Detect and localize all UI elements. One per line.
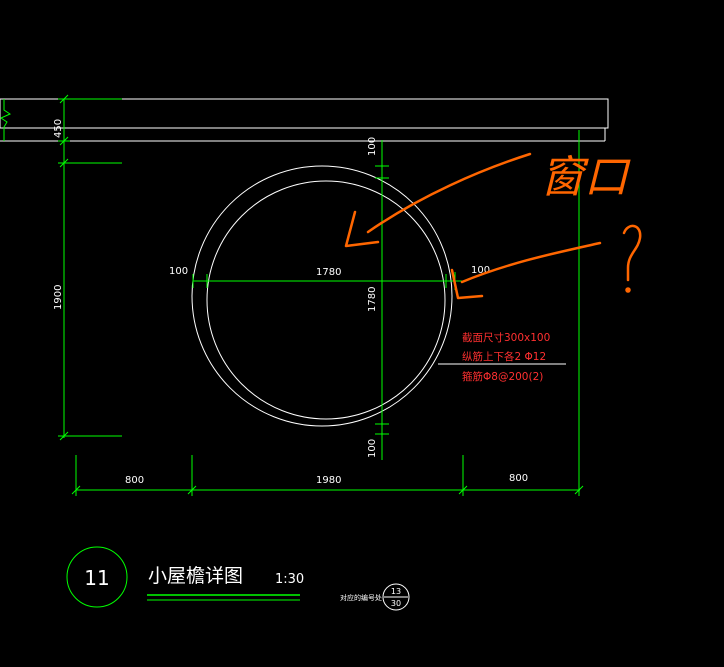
dim-800-right: 800 — [509, 473, 528, 484]
detail-title: 小屋檐详图 — [148, 565, 243, 587]
dim-1780-horizontal: 1780 — [316, 267, 341, 278]
annotation-section-size: 截面尺寸300x100 — [462, 331, 550, 344]
annotation-longitudinal-bars: 纵筋上下各2 Φ12 — [462, 350, 546, 363]
markup-strokes — [344, 152, 642, 300]
detail-number-circle — [66, 546, 128, 608]
dim-1780-vertical: 1780 — [367, 287, 378, 312]
dim-450: 450 — [53, 119, 64, 138]
detail-scale: 1:30 — [275, 572, 304, 587]
markup-word-window: 窗口 — [540, 152, 631, 203]
outer-circle — [191, 165, 453, 427]
annotation-stirrups: 箍筋Φ8@200(2) — [462, 370, 543, 383]
inner-circle — [206, 180, 446, 420]
dim-100-bottom: 100 — [367, 439, 378, 458]
reference-sheet-top: 13 — [391, 587, 401, 596]
reference-circle — [382, 583, 410, 611]
dim-100-top: 100 — [367, 137, 378, 156]
break-mark — [0, 99, 12, 141]
dim-1900-left: 1900 — [53, 285, 64, 310]
roof-slab — [0, 98, 609, 142]
reference-sheet-bottom: 30 — [391, 599, 401, 608]
reference-label: 对应的编号处 — [340, 593, 382, 602]
dim-1980: 1980 — [316, 475, 341, 486]
dim-100-left: 100 — [169, 266, 188, 277]
detail-number: 11 — [84, 566, 109, 590]
dimension-lines — [58, 94, 584, 496]
dim-800-left: 800 — [125, 475, 144, 486]
dim-100-right: 100 — [471, 265, 490, 276]
